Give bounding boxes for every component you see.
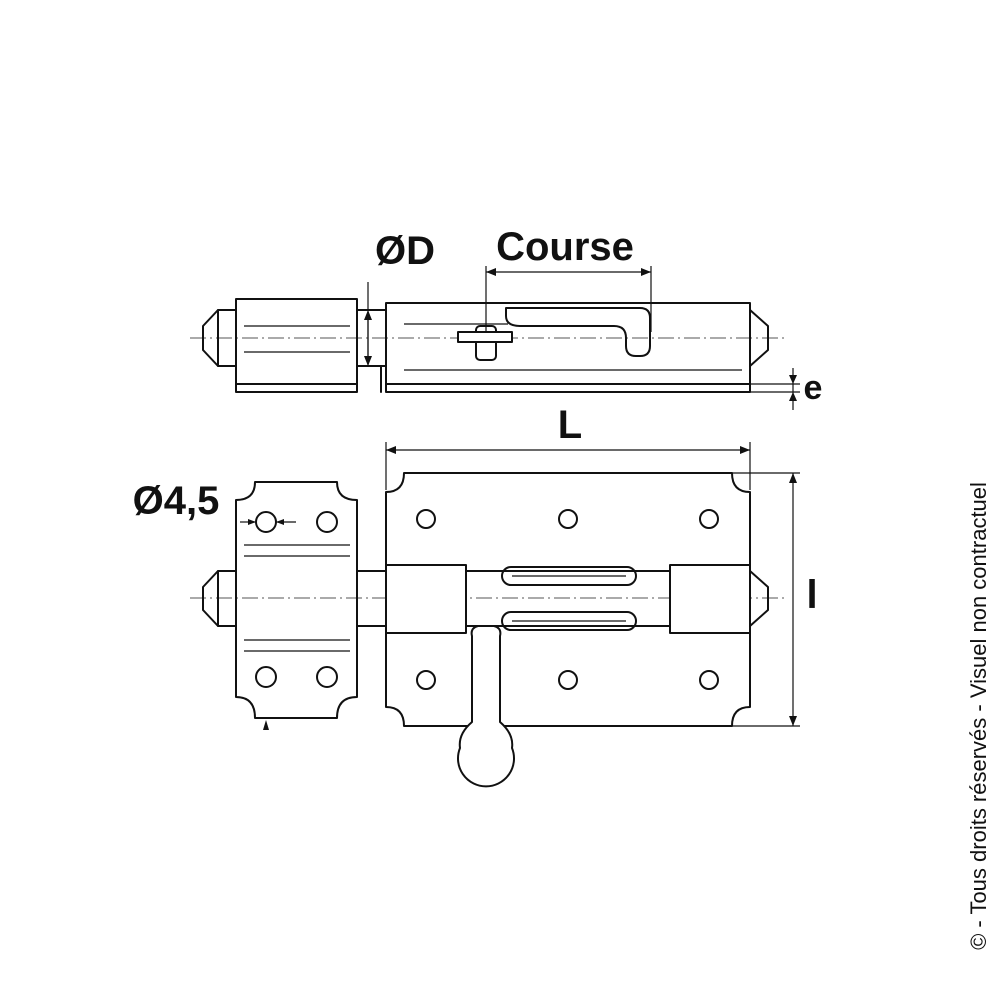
base-hole-bottom-center: [558, 670, 578, 690]
dim-e-arrows: [789, 375, 797, 401]
base-hole-top-center: [558, 509, 578, 529]
guide-left: [385, 564, 467, 634]
guide-right: [669, 564, 751, 634]
base-hole-top-right: [699, 509, 719, 529]
staple-marker: [263, 720, 269, 730]
staple-hole-top-left: [255, 511, 277, 533]
staple-hole-top-right: [316, 511, 338, 533]
staple-plate: [235, 481, 358, 719]
side-travel-slot: [505, 307, 651, 357]
staple-hole-bottom-right: [316, 666, 338, 688]
label-course: Course: [496, 225, 634, 269]
dim-thickness: e: [750, 368, 822, 410]
slot-lower: [501, 611, 637, 631]
label-thickness: e: [804, 369, 823, 407]
dim-diameter-d: ØD: [364, 229, 435, 366]
dim-width: l: [732, 472, 818, 727]
dim-length: L: [385, 403, 751, 490]
copyright-notice: © - Tous droits réservés - Visuel non co…: [966, 482, 991, 950]
label-diameter-d: ØD: [375, 229, 435, 273]
dim-hole-diameter: Ø4,5: [133, 479, 296, 525]
base-hole-bottom-right: [699, 670, 719, 690]
label-width: l: [806, 573, 817, 617]
side-right-tip: [749, 309, 769, 367]
side-main-body: [385, 302, 751, 393]
top-right-tip: [749, 570, 769, 627]
side-view: [190, 298, 785, 393]
side-knob-bar: [457, 331, 513, 343]
dim-hole-arrows: [248, 519, 284, 525]
dim-course: Course: [485, 225, 652, 332]
top-left-tip: [202, 570, 237, 627]
staple-hole-bottom-left: [255, 666, 277, 688]
side-left-tip: [202, 309, 237, 367]
label-length: L: [558, 403, 582, 447]
top-view: [190, 472, 785, 788]
slot-upper: [501, 566, 637, 586]
side-staple-block: [235, 298, 358, 393]
label-hole-diameter: Ø4,5: [133, 479, 220, 523]
base-hole-top-left: [416, 509, 436, 529]
base-hole-bottom-left: [416, 670, 436, 690]
knob-handle: [457, 625, 515, 788]
